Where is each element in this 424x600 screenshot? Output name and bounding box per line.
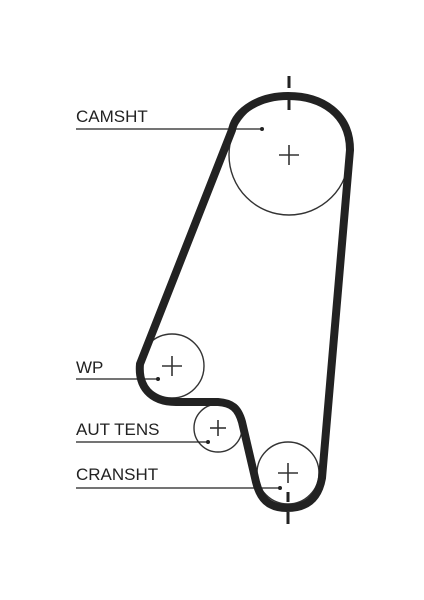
leader-dots — [156, 127, 282, 490]
timing-belt — [135, 92, 354, 512]
water-pump-label: WP — [76, 358, 103, 377]
leader-lines — [76, 128, 280, 489]
crankshaft-label: CRANSHT — [76, 465, 158, 484]
center-cross-icon — [210, 420, 226, 436]
camshaft-label: CAMSHT — [76, 107, 148, 126]
center-cross-icon — [162, 356, 182, 376]
auto-tensioner-label: AUT TENS — [76, 420, 159, 439]
center-cross-icon — [278, 463, 298, 483]
center-cross-icon — [279, 145, 299, 165]
